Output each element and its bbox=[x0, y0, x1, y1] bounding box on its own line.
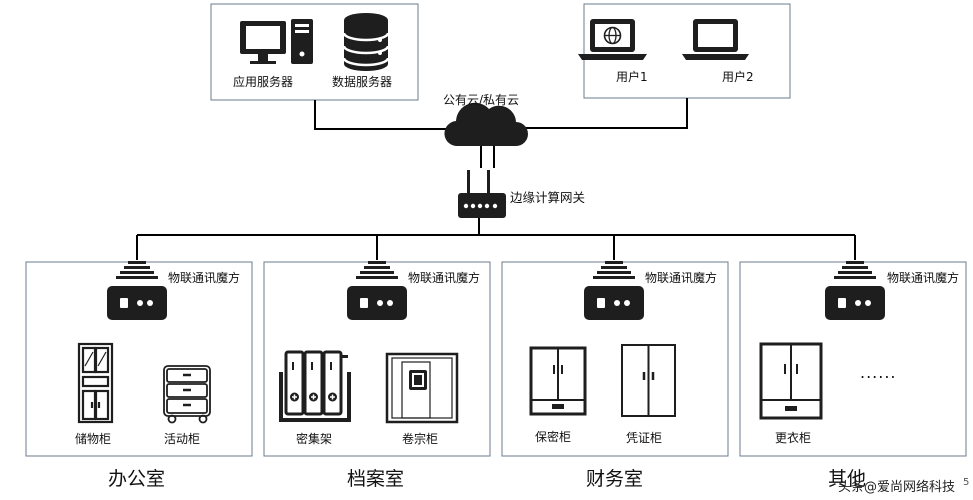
item-label-file-cabinet: 卷宗柜 bbox=[402, 432, 439, 446]
item-label-storage-cabinet: 储物柜 bbox=[75, 432, 112, 446]
compact-shelving-icon bbox=[279, 350, 351, 422]
link-servers-cloud bbox=[314, 100, 452, 130]
user2-label: 用户2 bbox=[722, 70, 754, 84]
iot-hub-icon bbox=[584, 261, 644, 320]
watermark: 头条@爱尚网络科技 bbox=[838, 480, 956, 495]
item-label-safe-cabinet: 保密柜 bbox=[535, 430, 572, 444]
voucher-cabinet-icon bbox=[621, 344, 676, 417]
storage-cabinet-icon bbox=[77, 342, 114, 424]
connection-lines bbox=[136, 98, 856, 260]
hub-label-archive: 物联通讯魔方 bbox=[408, 271, 481, 285]
cloud-icon bbox=[444, 102, 528, 147]
hub-label-office: 物联通讯魔方 bbox=[168, 271, 241, 285]
hub-label-finance: 物联通讯魔方 bbox=[645, 271, 718, 285]
iot-hub-icon bbox=[347, 261, 407, 320]
app-server-label: 应用服务器 bbox=[233, 75, 294, 89]
mobile-cabinet-icon bbox=[163, 365, 211, 424]
item-label-wardrobe: 更衣柜 bbox=[775, 431, 812, 445]
safe-cabinet-icon bbox=[529, 346, 587, 416]
more-items-ellipsis: ...... bbox=[860, 363, 897, 382]
zone-title-other: 其他 bbox=[828, 468, 867, 490]
link-users-cloud bbox=[518, 98, 688, 129]
hub-label-other: 物联通讯魔方 bbox=[887, 271, 960, 285]
database-icon bbox=[342, 13, 390, 71]
item-label-voucher-cabinet: 凭证柜 bbox=[626, 431, 663, 445]
iot-hub-icon bbox=[825, 261, 885, 320]
zone-title-office: 办公室 bbox=[108, 468, 166, 490]
wardrobe-icon bbox=[759, 342, 823, 420]
zone-title-finance: 财务室 bbox=[586, 468, 644, 490]
laptop-icon bbox=[682, 19, 749, 60]
iot-hub-icon bbox=[107, 261, 167, 320]
desktop-server-icon bbox=[240, 19, 313, 64]
gateway-label: 边缘计算网关 bbox=[510, 190, 586, 205]
user1-label: 用户1 bbox=[616, 70, 648, 84]
laptop-globe-icon bbox=[578, 19, 647, 60]
item-label-compact-shelving: 密集架 bbox=[296, 432, 333, 446]
cloud-label: 公有云/私有云 bbox=[443, 93, 520, 107]
zone-title-archive: 档案室 bbox=[347, 468, 405, 490]
item-label-mobile-cabinet: 活动柜 bbox=[164, 432, 201, 446]
db-server-label: 数据服务器 bbox=[332, 75, 393, 89]
gateway-router-icon bbox=[458, 170, 506, 218]
corner-mark: 5 bbox=[963, 477, 970, 488]
file-cabinet-icon bbox=[385, 352, 459, 424]
